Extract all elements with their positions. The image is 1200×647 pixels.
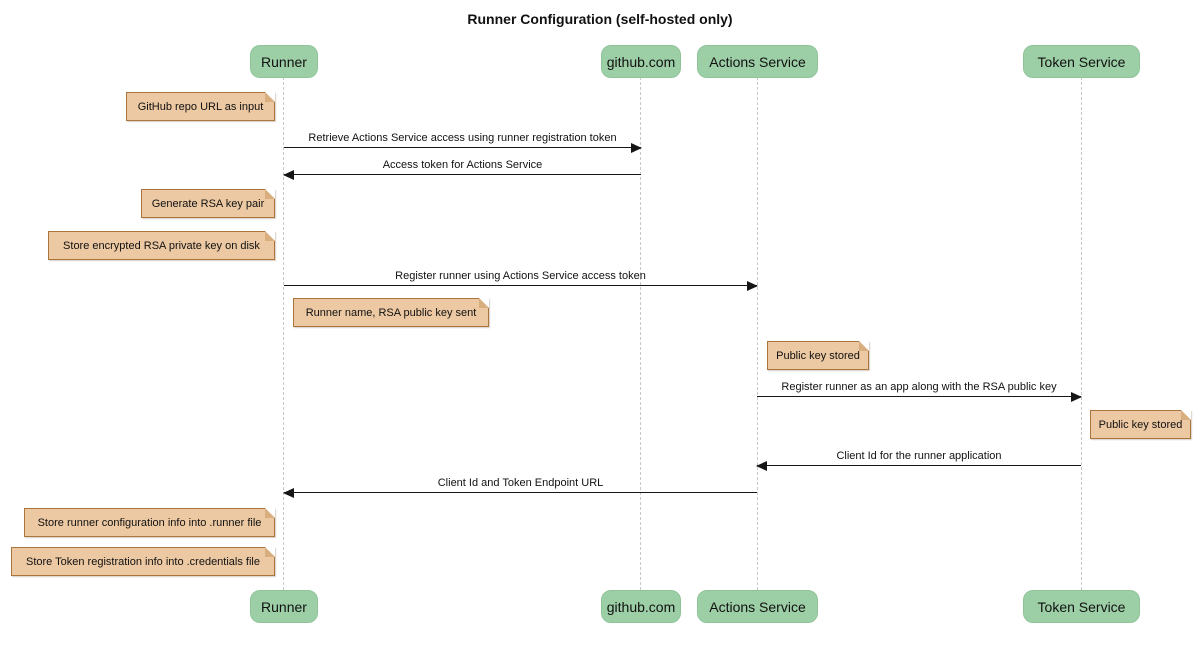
arrow-right-icon [631, 143, 642, 153]
actor-actions-service-bottom: Actions Service [697, 590, 818, 623]
message-label: Register runner using Actions Service ac… [395, 270, 646, 282]
message-label: Access token for Actions Service [382, 159, 543, 171]
message-retrieve-access: Retrieve Actions Service access using ru… [284, 130, 642, 153]
message-line [284, 147, 641, 148]
note-public-key-stored-token: Public key stored [1090, 410, 1191, 439]
actor-runner-top: Runner [250, 45, 318, 78]
actor-github-top: github.com [601, 45, 681, 78]
message-line [284, 174, 641, 175]
actor-runner-bottom: Runner [250, 590, 318, 623]
lifeline-github [640, 77, 641, 590]
message-label: Client Id and Token Endpoint URL [437, 477, 604, 489]
message-access-token: Access token for Actions Service [283, 157, 641, 180]
note-store-private-key: Store encrypted RSA private key on disk [48, 231, 275, 260]
message-line [284, 285, 757, 286]
lifeline-runner [283, 77, 284, 590]
arrow-right-icon [747, 281, 758, 291]
message-line [757, 396, 1081, 397]
arrow-left-icon [756, 461, 767, 471]
actor-token-service-bottom: Token Service [1023, 590, 1140, 623]
actor-token-service-top: Token Service [1023, 45, 1140, 78]
lifeline-actions-service [757, 77, 758, 590]
note-store-credentials-file: Store Token registration info into .cred… [11, 547, 275, 576]
message-line [284, 492, 757, 493]
message-client-id-endpoint: Client Id and Token Endpoint URL [283, 475, 757, 498]
lifeline-token-service [1081, 77, 1082, 590]
message-register-app: Register runner as an app along with the… [757, 379, 1082, 402]
message-client-id: Client Id for the runner application [756, 448, 1081, 471]
note-generate-rsa: Generate RSA key pair [141, 189, 275, 218]
note-public-key-stored-actions: Public key stored [767, 341, 869, 370]
message-label: Retrieve Actions Service access using ru… [308, 132, 617, 144]
message-line [757, 465, 1081, 466]
message-label: Register runner as an app along with the… [781, 381, 1057, 393]
actor-github-bottom: github.com [601, 590, 681, 623]
message-register-runner: Register runner using Actions Service ac… [284, 268, 758, 291]
arrow-left-icon [283, 170, 294, 180]
arrow-left-icon [283, 488, 294, 498]
actor-actions-service-top: Actions Service [697, 45, 818, 78]
note-runner-name-sent: Runner name, RSA public key sent [293, 298, 489, 327]
arrow-right-icon [1071, 392, 1082, 402]
diagram-title: Runner Configuration (self-hosted only) [467, 11, 733, 27]
note-store-runner-file: Store runner configuration info into .ru… [24, 508, 275, 537]
message-label: Client Id for the runner application [836, 450, 1002, 462]
note-repo-url: GitHub repo URL as input [126, 92, 275, 121]
